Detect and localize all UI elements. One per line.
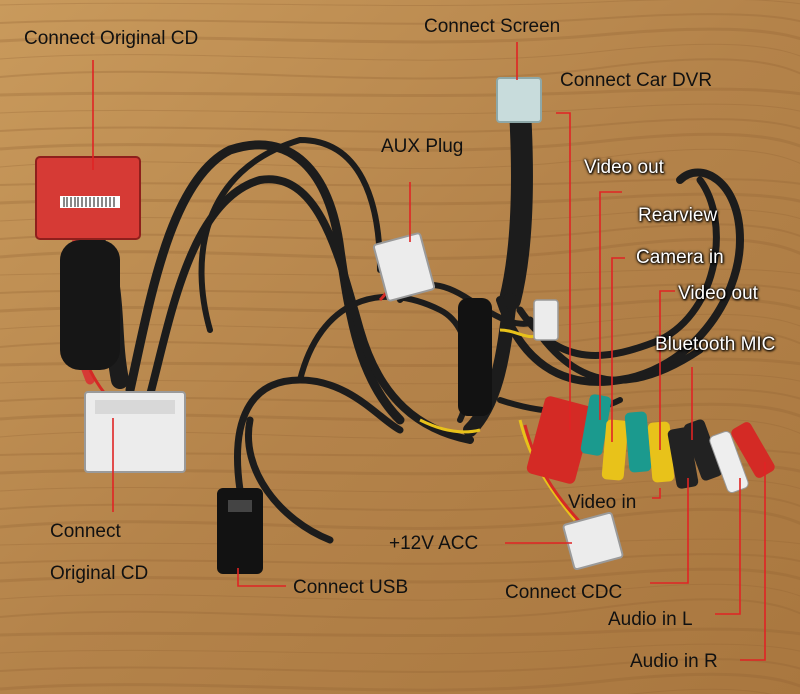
aux-plug-connector [372, 232, 436, 302]
wood-grain-line [0, 538, 800, 546]
wood-grain-line [0, 553, 800, 565]
cd-wire-bundle [60, 240, 120, 370]
wood-grain-line [0, 658, 800, 673]
wood-grain-line [0, 627, 800, 637]
leader-video-in [652, 488, 661, 499]
acc-12v-connector [562, 511, 624, 571]
leader-video-out-2 [659, 290, 675, 450]
white-tap-connector [533, 299, 559, 341]
wood-grain-line [0, 0, 800, 6]
wood-grain-line [0, 58, 800, 80]
leader-audio-in-l [715, 478, 741, 615]
label-aux-plug: AUX Plug [381, 136, 464, 157]
leader-video-out-1 [599, 191, 622, 420]
label-connect-original-cd-top: Connect Original CD [24, 28, 199, 49]
label-connect-car-dvr: Connect Car DVR [560, 70, 713, 91]
inline-module [458, 298, 492, 416]
wood-grain-line [0, 313, 800, 331]
original-cd-connector [84, 391, 186, 473]
label-bluetooth-mic: Bluetooth MIC [655, 334, 776, 355]
label-connect-usb: Connect USB [293, 577, 409, 598]
label-12v-acc: +12V ACC [389, 533, 479, 554]
label-rearview: Rearview [638, 205, 718, 226]
label-video-out-2: Video out [678, 283, 758, 304]
wood-grain-line [0, 507, 800, 530]
wood-grain-line [0, 43, 800, 61]
wood-grain-line [0, 643, 800, 655]
wood-grain-line [0, 493, 800, 512]
rca-plugs [526, 394, 775, 494]
wood-grain-line [0, 13, 800, 25]
wood-grain-line [0, 297, 800, 314]
label-video-in: Video in [568, 492, 637, 513]
leader-camera-in [611, 257, 625, 442]
leader-connect-usb [237, 568, 286, 587]
wood-grain-line [0, 672, 800, 692]
label-connect-cdc: Connect CDC [505, 582, 623, 603]
leader-lines [92, 42, 766, 661]
wood-grain-line [0, 567, 800, 584]
label-audio-in-l: Audio in L [608, 609, 693, 630]
label-original-cd: Original CD [50, 563, 149, 584]
wood-grain-line [0, 583, 800, 601]
label-audio-in-r: Audio in R [630, 651, 718, 672]
label-connect: Connect [50, 521, 121, 542]
wood-grain-line [0, 27, 800, 44]
leader-connect-cdc [650, 478, 689, 584]
screen-connector [496, 77, 542, 123]
label-video-out-1: Video out [584, 157, 664, 178]
label-connect-screen: Connect Screen [424, 16, 561, 37]
label-camera-in: Camera in [636, 247, 724, 268]
leader-audio-in-r [740, 462, 766, 661]
original-cd-module [35, 156, 141, 240]
leader-connect-car-dvr [556, 112, 571, 430]
usb-connector [217, 488, 263, 574]
wood-grain-line [0, 598, 800, 620]
wood-grain-line [0, 478, 800, 493]
